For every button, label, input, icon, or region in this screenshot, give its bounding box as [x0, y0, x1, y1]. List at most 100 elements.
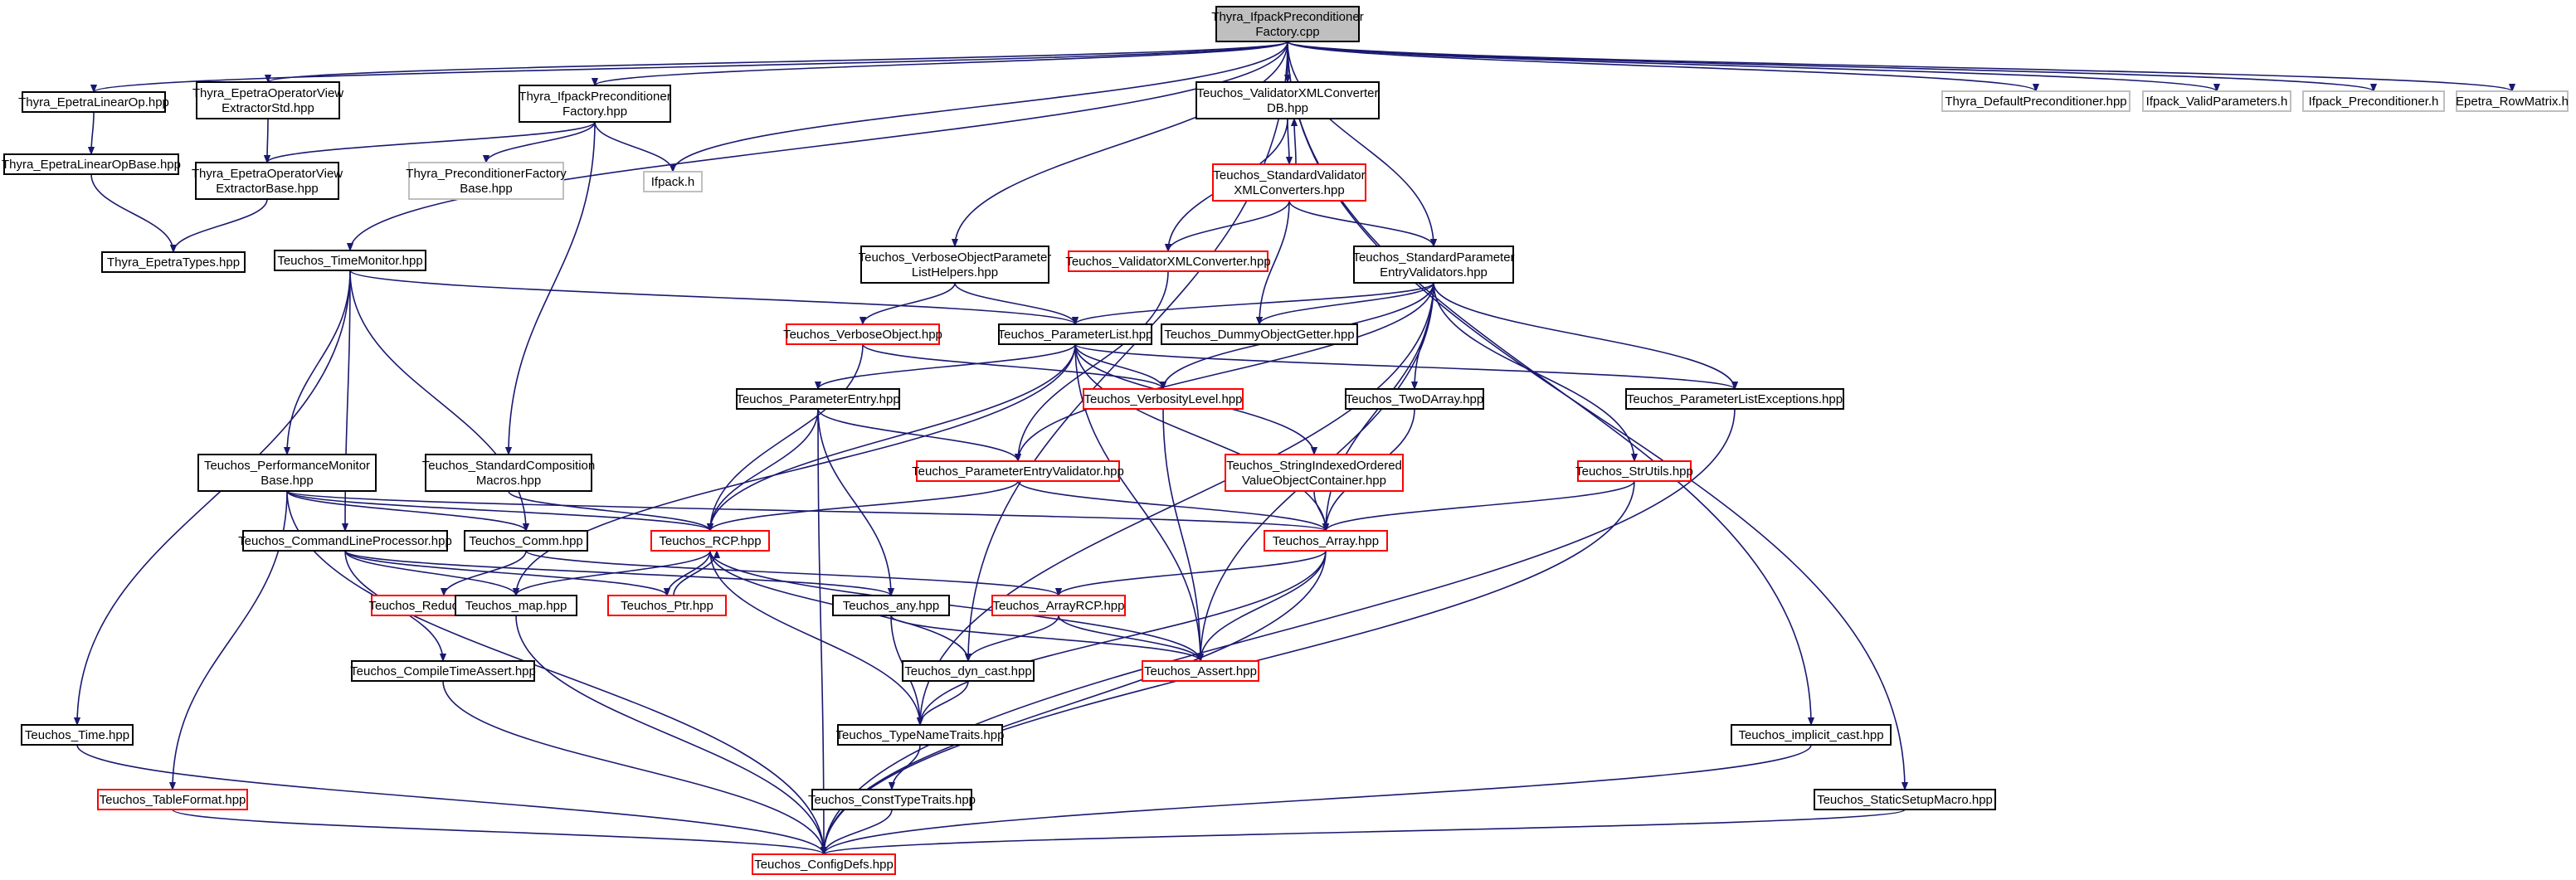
edge-array-to-assert	[1200, 550, 1327, 661]
node-type_name_traits[interactable]: Teuchos_TypeNameTraits.hpp	[836, 724, 1005, 746]
node-validator_xml_conv[interactable]: Teuchos_ValidatorXMLConverter.hpp	[1065, 250, 1271, 272]
node-label: Teuchos_RCP.hpp	[659, 534, 761, 548]
edge-ifpack_fact_hpp-to-ifpack_h	[594, 121, 673, 173]
node-epetra_lin_op[interactable]: Thyra_EpetraLinearOp.hpp	[18, 91, 169, 113]
node-static_setup[interactable]: Teuchos_StaticSetupMacro.hpp	[1814, 789, 1996, 810]
edge-rcp-to-assert	[709, 550, 1200, 662]
node-ifpack_valid[interactable]: Ifpack_ValidParameters.h	[2142, 90, 2291, 112]
node-box	[519, 85, 671, 123]
edge-str_utils-to-array	[1326, 480, 1635, 532]
node-label: Teuchos_Comm.hpp	[469, 534, 583, 548]
node-label: Teuchos_ConfigDefs.hpp	[754, 858, 894, 872]
node-param_list[interactable]: Teuchos_ParameterList.hpp	[998, 323, 1153, 345]
node-array[interactable]: Teuchos_Array.hpp	[1264, 530, 1388, 552]
edge-root-to-dyn_cast	[968, 41, 1288, 661]
node-box	[752, 853, 896, 875]
node-comm[interactable]: Teuchos_Comm.hpp	[464, 530, 588, 552]
node-label: Thyra_DefaultPreconditioner.hpp	[1945, 95, 2126, 109]
node-label: Teuchos_Assert.hpp	[1144, 664, 1257, 678]
node-box	[1083, 388, 1244, 410]
node-std_param_entry_val[interactable]: Teuchos_StandardParameterEntryValidators…	[1352, 246, 1515, 284]
node-label: Factory.hpp	[562, 105, 627, 119]
edge-comm-to-reduction_op	[444, 550, 527, 596]
node-compile_time_assert[interactable]: Teuchos_CompileTimeAssert.hpp	[350, 660, 536, 682]
node-const_type_traits[interactable]: Teuchos_ConstTypeTraits.hpp	[808, 789, 976, 810]
node-map[interactable]: Teuchos_map.hpp	[455, 595, 577, 616]
node-label: Ifpack.h	[651, 175, 695, 189]
node-box	[1814, 789, 1996, 810]
node-label: Teuchos_Array.hpp	[1273, 534, 1379, 548]
node-box	[2456, 90, 2569, 112]
node-assert[interactable]: Teuchos_Assert.hpp	[1142, 660, 1259, 682]
node-label: Teuchos_CommandLineProcessor.hpp	[238, 534, 452, 548]
edge-verbose_object-to-verbosity_level	[862, 343, 1163, 390]
node-ifpack_h[interactable]: Ifpack.h	[643, 171, 703, 192]
node-epetra_opview_base[interactable]: Thyra_EpetraOperatorViewExtractorBase.hp…	[192, 162, 343, 200]
node-label: Teuchos_TableFormat.hpp	[100, 793, 246, 807]
node-table_format[interactable]: Teuchos_TableFormat.hpp	[97, 789, 248, 810]
node-label: Teuchos_StandardParameter	[1352, 250, 1514, 265]
node-std_validator_xml[interactable]: Teuchos_StandardValidatorXMLConverters.h…	[1212, 163, 1366, 202]
node-ptr[interactable]: Teuchos_Ptr.hpp	[607, 595, 727, 616]
node-box	[351, 660, 535, 682]
node-config_defs[interactable]: Teuchos_ConfigDefs.hpp	[752, 853, 896, 875]
node-box	[2142, 90, 2291, 112]
node-rcp[interactable]: Teuchos_RCP.hpp	[650, 530, 770, 552]
node-box	[1225, 454, 1404, 492]
edge-array-to-array_rcp	[1059, 550, 1327, 596]
node-box	[101, 251, 246, 273]
edge-table_format-to-config_defs	[172, 809, 824, 855]
node-param_entry_val[interactable]: Teuchos_ParameterEntryValidator.hpp	[912, 460, 1124, 482]
node-default_precond[interactable]: Thyra_DefaultPreconditioner.hpp	[1941, 90, 2130, 112]
node-time_monitor[interactable]: Teuchos_TimeMonitor.hpp	[274, 250, 426, 271]
node-label: Teuchos_ValidatorXMLConverter	[1196, 86, 1378, 100]
node-implicit_cast[interactable]: Teuchos_implicit_cast.hpp	[1731, 724, 1892, 746]
edge-perf_monitor-to-config_defs	[286, 490, 824, 854]
node-label: Teuchos_VerboseObjectParameter	[859, 250, 1052, 265]
edge-root-to-verbose_helpers	[955, 41, 1288, 246]
node-dyn_cast[interactable]: Teuchos_dyn_cast.hpp	[902, 660, 1035, 682]
edge-array_rcp-to-dyn_cast	[968, 615, 1059, 662]
node-array_rcp[interactable]: Teuchos_ArrayRCP.hpp	[991, 595, 1126, 616]
node-any[interactable]: Teuchos_any.hpp	[832, 595, 950, 616]
node-label: Thyra_EpetraLinearOpBase.hpp	[2, 158, 181, 172]
node-cmdline[interactable]: Teuchos_CommandLineProcessor.hpp	[238, 530, 452, 552]
node-epetra_types[interactable]: Thyra_EpetraTypes.hpp	[101, 251, 246, 273]
edge-array_rcp-to-assert	[1058, 615, 1200, 662]
edge-ifpack_fact_hpp-to-std_composition	[509, 121, 596, 455]
node-box	[455, 595, 577, 616]
node-twod_array[interactable]: Teuchos_TwoDArray.hpp	[1345, 388, 1484, 410]
node-label: Base.hpp	[460, 182, 512, 196]
node-string_indexed[interactable]: Teuchos_StringIndexedOrderedValueObjectC…	[1225, 454, 1404, 492]
node-verbose_object[interactable]: Teuchos_VerboseObject.hpp	[783, 323, 942, 345]
node-verbosity_level[interactable]: Teuchos_VerbosityLevel.hpp	[1083, 388, 1244, 410]
node-epetra_rowmatrix[interactable]: Epetra_RowMatrix.h	[2456, 90, 2569, 112]
node-label: Teuchos_StandardValidator	[1213, 168, 1365, 182]
node-param_list_exc[interactable]: Teuchos_ParameterListExceptions.hpp	[1625, 388, 1844, 410]
node-ifpack_precond[interactable]: Ifpack_Preconditioner.h	[2302, 90, 2445, 112]
node-str_utils[interactable]: Teuchos_StrUtils.hpp	[1575, 460, 1693, 482]
node-label: Teuchos_ParameterListExceptions.hpp	[1627, 392, 1843, 406]
node-label: Teuchos_any.hpp	[843, 599, 939, 613]
node-label: Ifpack_ValidParameters.h	[2146, 95, 2288, 109]
edge-root-to-ifpack_fact_hpp	[595, 41, 1288, 86]
node-dummy_getter[interactable]: Teuchos_DummyObjectGetter.hpp	[1161, 323, 1358, 345]
node-verbose_helpers[interactable]: Teuchos_VerboseObjectParameterListHelper…	[859, 246, 1052, 284]
node-param_entry[interactable]: Teuchos_ParameterEntry.hpp	[736, 388, 900, 410]
edge-comm-to-array_rcp	[525, 550, 1059, 596]
node-label: Teuchos_ConstTypeTraits.hpp	[808, 793, 976, 807]
node-box	[2302, 90, 2445, 112]
node-box	[3, 153, 179, 175]
edge-perf_monitor-to-comm	[286, 490, 526, 532]
edge-ifpack_fact_hpp-to-epetra_opview_base	[267, 121, 596, 163]
edge-implicit_cast-to-config_defs	[824, 744, 1812, 855]
node-epetra_lin_op_base[interactable]: Thyra_EpetraLinearOpBase.hpp	[2, 153, 181, 175]
node-time[interactable]: Teuchos_Time.hpp	[21, 724, 134, 746]
